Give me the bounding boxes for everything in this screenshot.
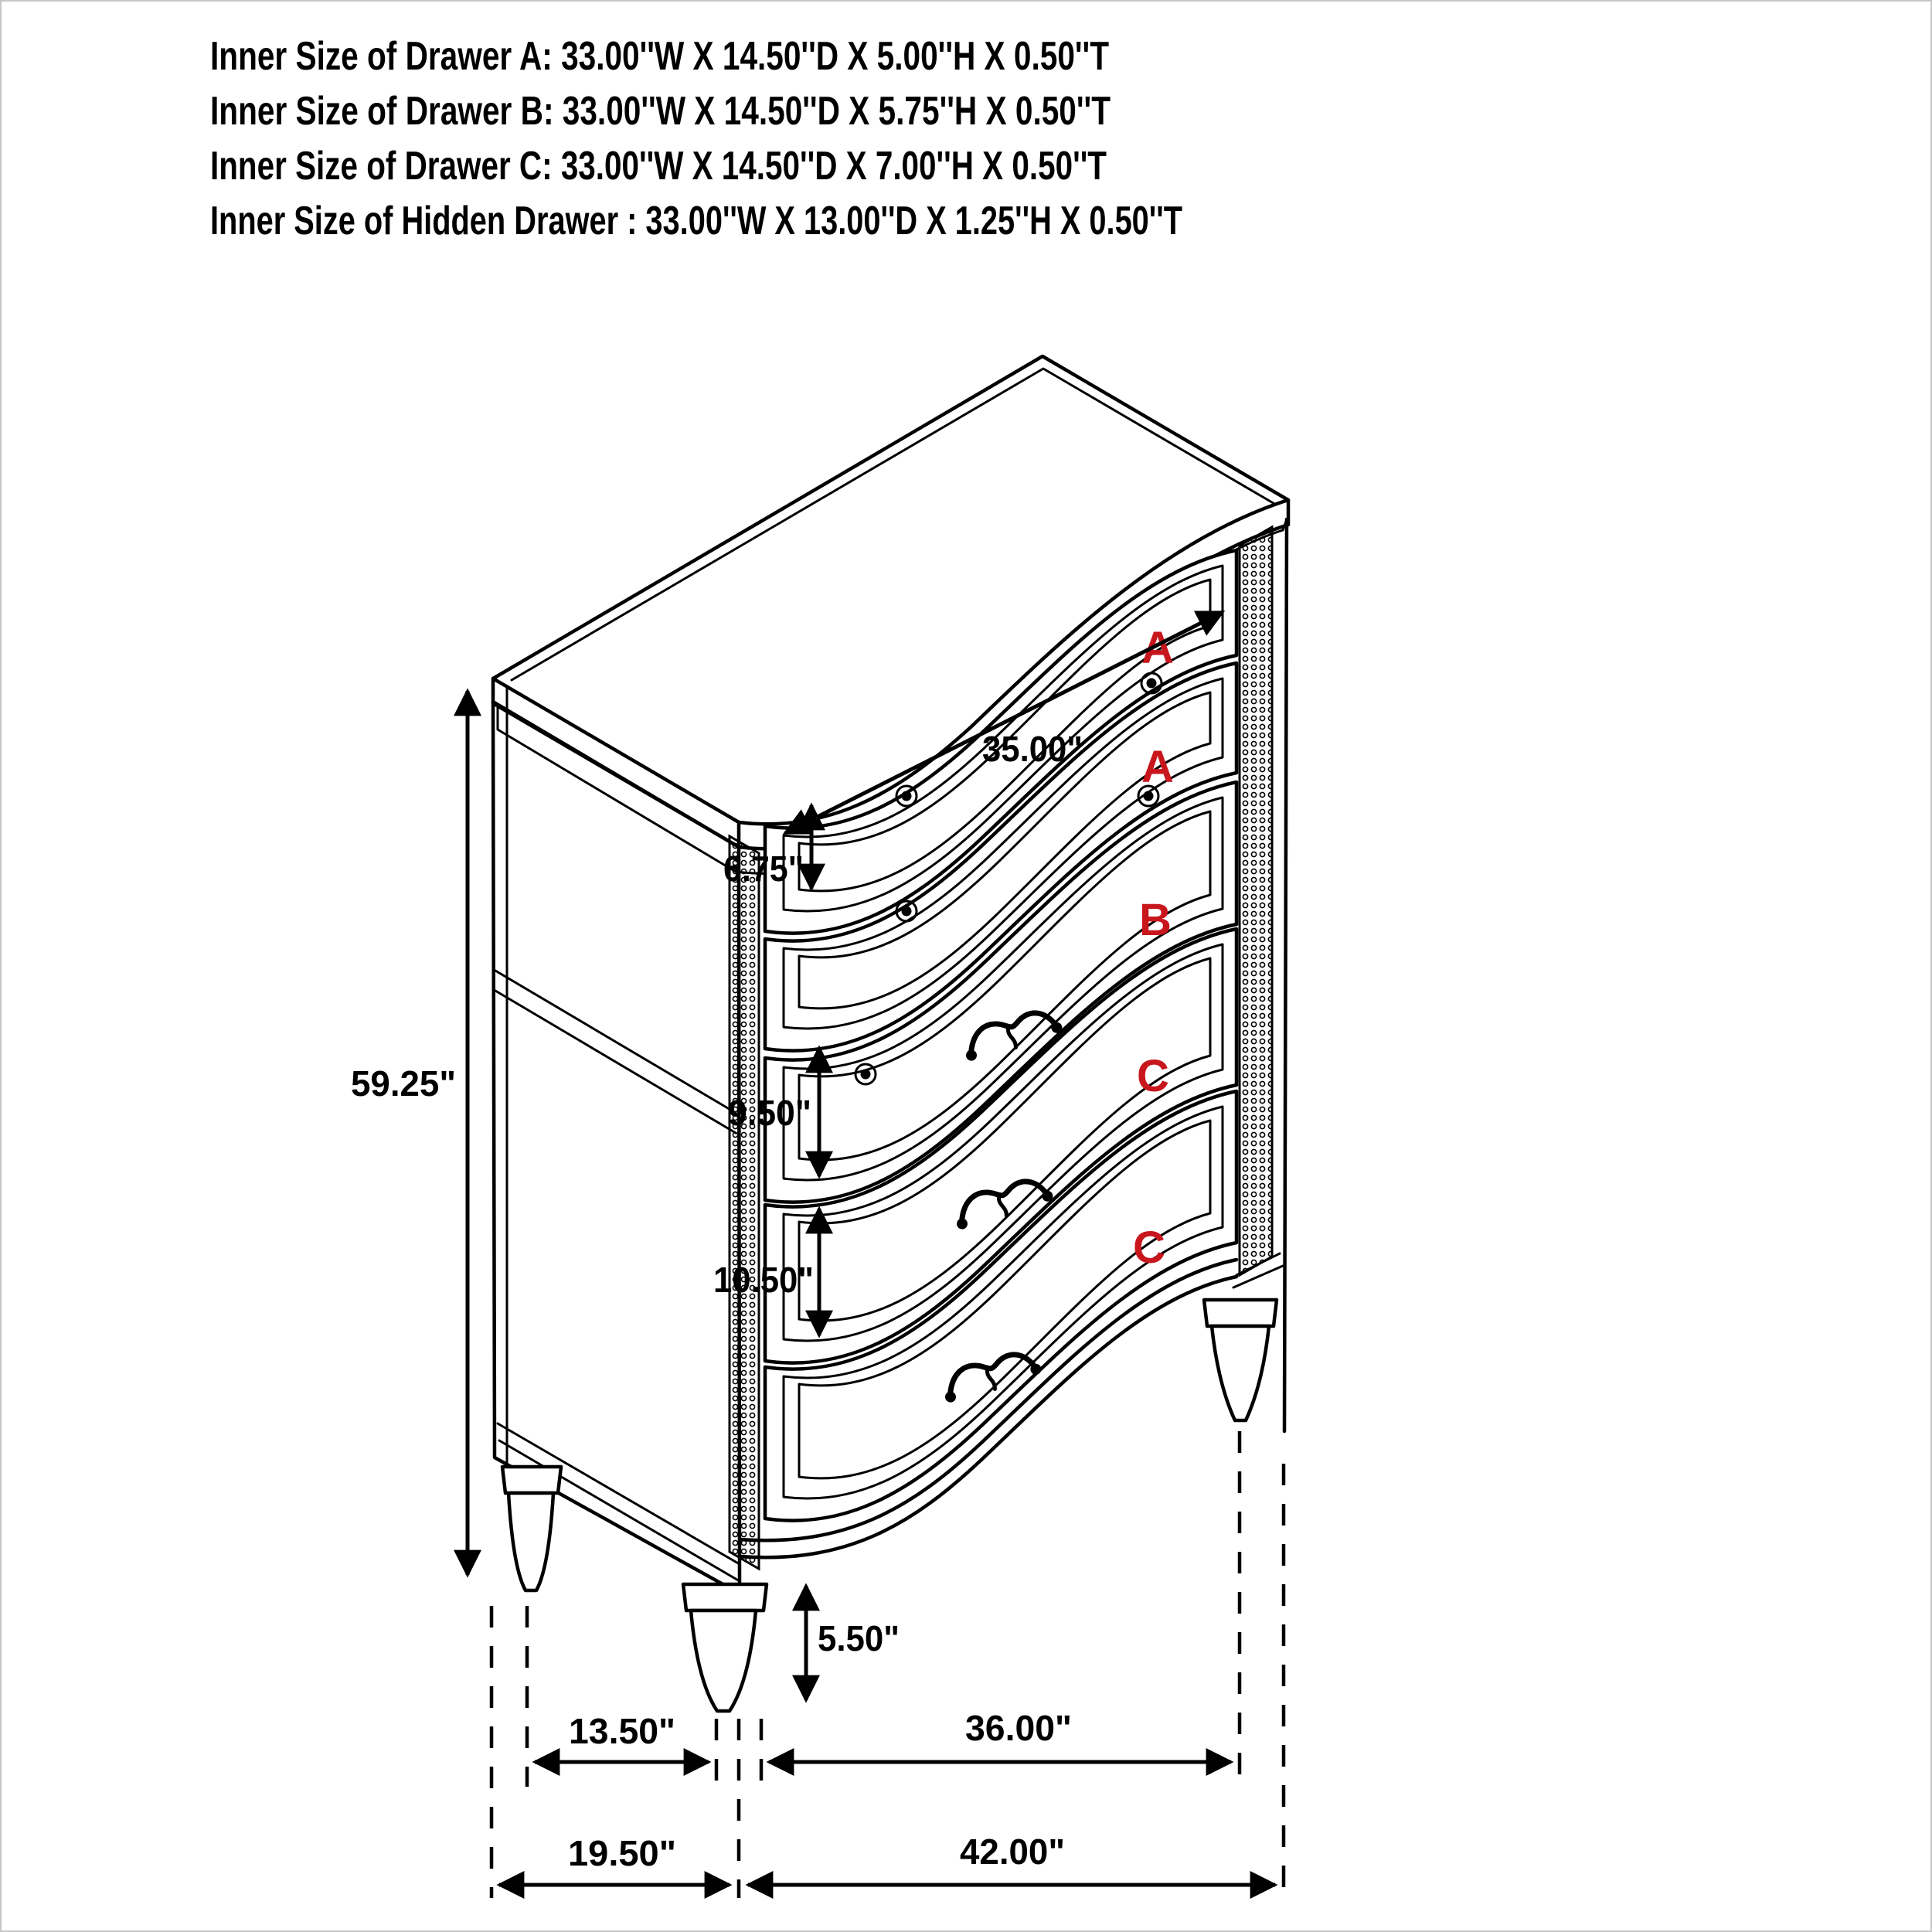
dim-leg-spacing-width-label: 36.00" <box>965 1708 1072 1748</box>
drawer-c1 <box>763 927 1239 1365</box>
inner-size-drawer-b-line: Inner Size of Drawer B: 33.00''W X 14.50… <box>210 89 1111 134</box>
inner-size-drawer-c-line: Inner Size of Drawer C: 33.00''W X 14.50… <box>210 144 1107 189</box>
dim-leg-height-label: 5.50" <box>818 1618 900 1658</box>
dimension-annotations: 59.25" 35.00" 6.75" 9.50" 10.50" 5.50" 1… <box>351 610 1286 1899</box>
drawer-c2 <box>763 1089 1239 1522</box>
dim-overall-depth-label: 19.50" <box>568 1833 676 1873</box>
left-corner-post <box>728 834 760 1571</box>
dim-overall-height-label: 59.25" <box>351 1063 456 1104</box>
bail-handle-icon <box>957 1179 1053 1230</box>
drawer-b <box>763 780 1239 1204</box>
drawer-a2-label: A <box>1141 742 1174 792</box>
bottom-molding <box>737 1257 1239 1560</box>
inner-size-drawer-a-line: Inner Size of Drawer A: 33.00''W X 14.50… <box>210 34 1109 79</box>
drawer-c1-label: C <box>1137 1051 1169 1101</box>
inner-size-hidden-drawer-line: Inner Size of Hidden Drawer : 33.00''W X… <box>210 199 1182 243</box>
inner-size-text-block: Inner Size of Drawer A: 33.00''W X 14.50… <box>210 34 1182 243</box>
bail-handle-icons <box>945 1010 1063 1403</box>
dim-top-width-label: 35.00" <box>982 729 1083 769</box>
leg-back-left <box>500 1464 563 1593</box>
drawer-b-label: B <box>1139 895 1172 945</box>
leg-front-left <box>681 1582 769 1713</box>
right-corner-post <box>1238 525 1274 1277</box>
drawer-c2-label: C <box>1133 1223 1165 1273</box>
chest-right-edge <box>1282 517 1289 1434</box>
dim-leg-spacing-depth-label: 13.50" <box>569 1711 675 1751</box>
dim-top-drawer-height-label: 6.75" <box>723 849 804 889</box>
chest-drawing: A A B C C <box>491 354 1291 1713</box>
bail-handle-icon <box>945 1352 1042 1403</box>
right-post-base-molding <box>1232 1252 1284 1289</box>
projection-lines <box>489 1431 1286 1898</box>
dim-top-width-arrow <box>782 610 1226 835</box>
dim-overall-width-label: 42.00" <box>960 1832 1065 1872</box>
drawer-a1-label: A <box>1141 623 1174 673</box>
leg-front-right <box>1202 1298 1279 1423</box>
dim-drawer-c-height-label: 10.50" <box>713 1260 814 1300</box>
bail-handle-icon <box>966 1010 1063 1061</box>
dim-drawer-b-height-label: 9.50" <box>728 1093 811 1133</box>
chest-side-panel <box>491 683 742 1596</box>
